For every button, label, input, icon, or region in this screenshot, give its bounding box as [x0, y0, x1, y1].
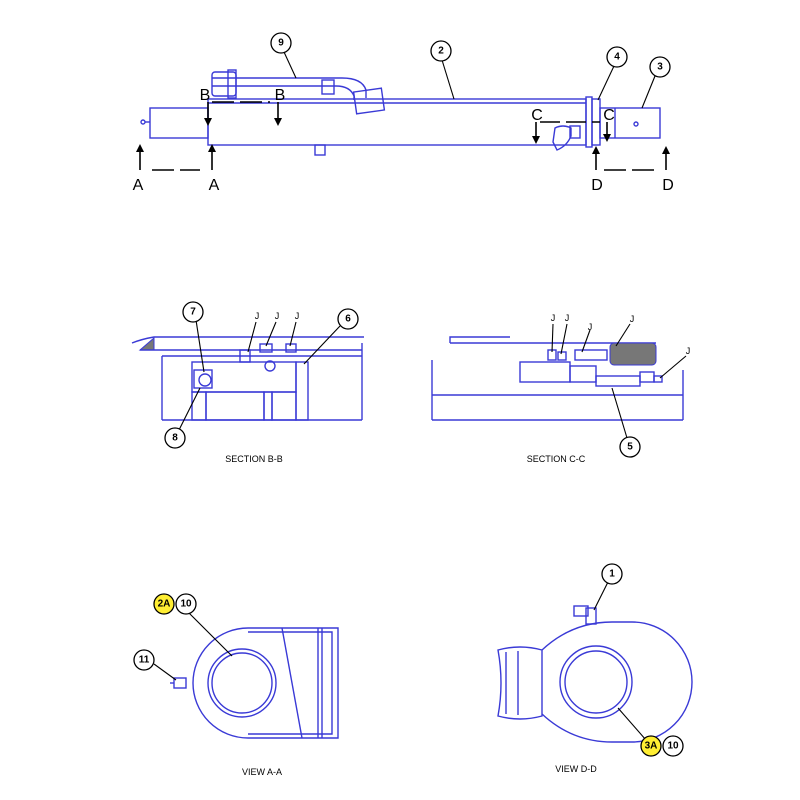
section-marker-a-right: A	[209, 177, 220, 194]
callout-5[interactable]: 5	[619, 436, 641, 458]
j-label-bb-3: J	[295, 311, 300, 321]
head-flange	[585, 96, 593, 148]
svg-text:3A: 3A	[645, 741, 658, 752]
svg-text:9: 9	[278, 38, 284, 49]
view-aa-drawing	[170, 627, 339, 739]
callout-2a[interactable]: 2A	[153, 593, 175, 615]
svg-text:2A: 2A	[158, 599, 171, 610]
callout-3a[interactable]: 3A	[640, 735, 662, 757]
j-label-bb-1: J	[255, 311, 260, 321]
view-dd-drawing	[497, 605, 693, 743]
callout-4[interactable]: 4	[606, 46, 628, 68]
svg-text:10: 10	[180, 599, 192, 610]
svg-text:6: 6	[345, 314, 351, 325]
j-label-cc-1: J	[551, 313, 556, 323]
callout-10-view-dd[interactable]: 10	[662, 735, 684, 757]
left-end-block	[149, 107, 209, 139]
section-markers	[136, 101, 670, 171]
svg-text:2: 2	[438, 46, 444, 57]
section-marker-a-left: A	[133, 177, 144, 194]
callout-10-view-aa[interactable]: 10	[175, 593, 197, 615]
j-label-cc-5: J	[686, 346, 691, 356]
section-marker-b-right: B	[275, 87, 286, 104]
svg-text:4: 4	[614, 52, 620, 63]
section-cc-drawing	[431, 336, 684, 421]
j-label-cc-3: J	[588, 322, 593, 332]
callout-7[interactable]: 7	[182, 301, 204, 323]
svg-text:10: 10	[667, 741, 679, 752]
svg-text:8: 8	[172, 433, 178, 444]
callout-8[interactable]: 8	[164, 427, 186, 449]
svg-text:5: 5	[627, 442, 633, 453]
caption-view-aa: VIEW A-A	[242, 767, 282, 777]
section-marker-c-right: C	[603, 107, 615, 124]
cylinder-tube	[207, 98, 587, 146]
callout-2[interactable]: 2	[430, 40, 452, 62]
j-label-bb-2: J	[275, 311, 280, 321]
section-marker-d-right: D	[662, 177, 674, 194]
callout-11[interactable]: 11	[133, 649, 155, 671]
section-marker-c-left: C	[531, 107, 543, 124]
caption-section-cc: SECTION C-C	[527, 454, 586, 464]
callout-9[interactable]: 9	[270, 32, 292, 54]
caption-section-bb: SECTION B-B	[225, 454, 283, 464]
section-bb-drawing	[131, 336, 364, 421]
svg-text:3: 3	[657, 62, 663, 73]
svg-text:1: 1	[609, 569, 615, 580]
j-label-cc-4: J	[630, 314, 635, 324]
callout-6[interactable]: 6	[337, 308, 359, 330]
callout-1[interactable]: 1	[601, 563, 623, 585]
j-label-cc-2: J	[565, 313, 570, 323]
cylinder-assembly	[140, 69, 661, 156]
section-marker-b-left: B	[200, 87, 211, 104]
callout-3[interactable]: 3	[649, 56, 671, 78]
svg-text:11: 11	[139, 655, 150, 666]
right-end-block	[599, 107, 661, 139]
section-marker-d-left: D	[591, 177, 603, 194]
caption-view-dd: VIEW D-D	[555, 764, 597, 774]
svg-text:7: 7	[190, 307, 196, 318]
